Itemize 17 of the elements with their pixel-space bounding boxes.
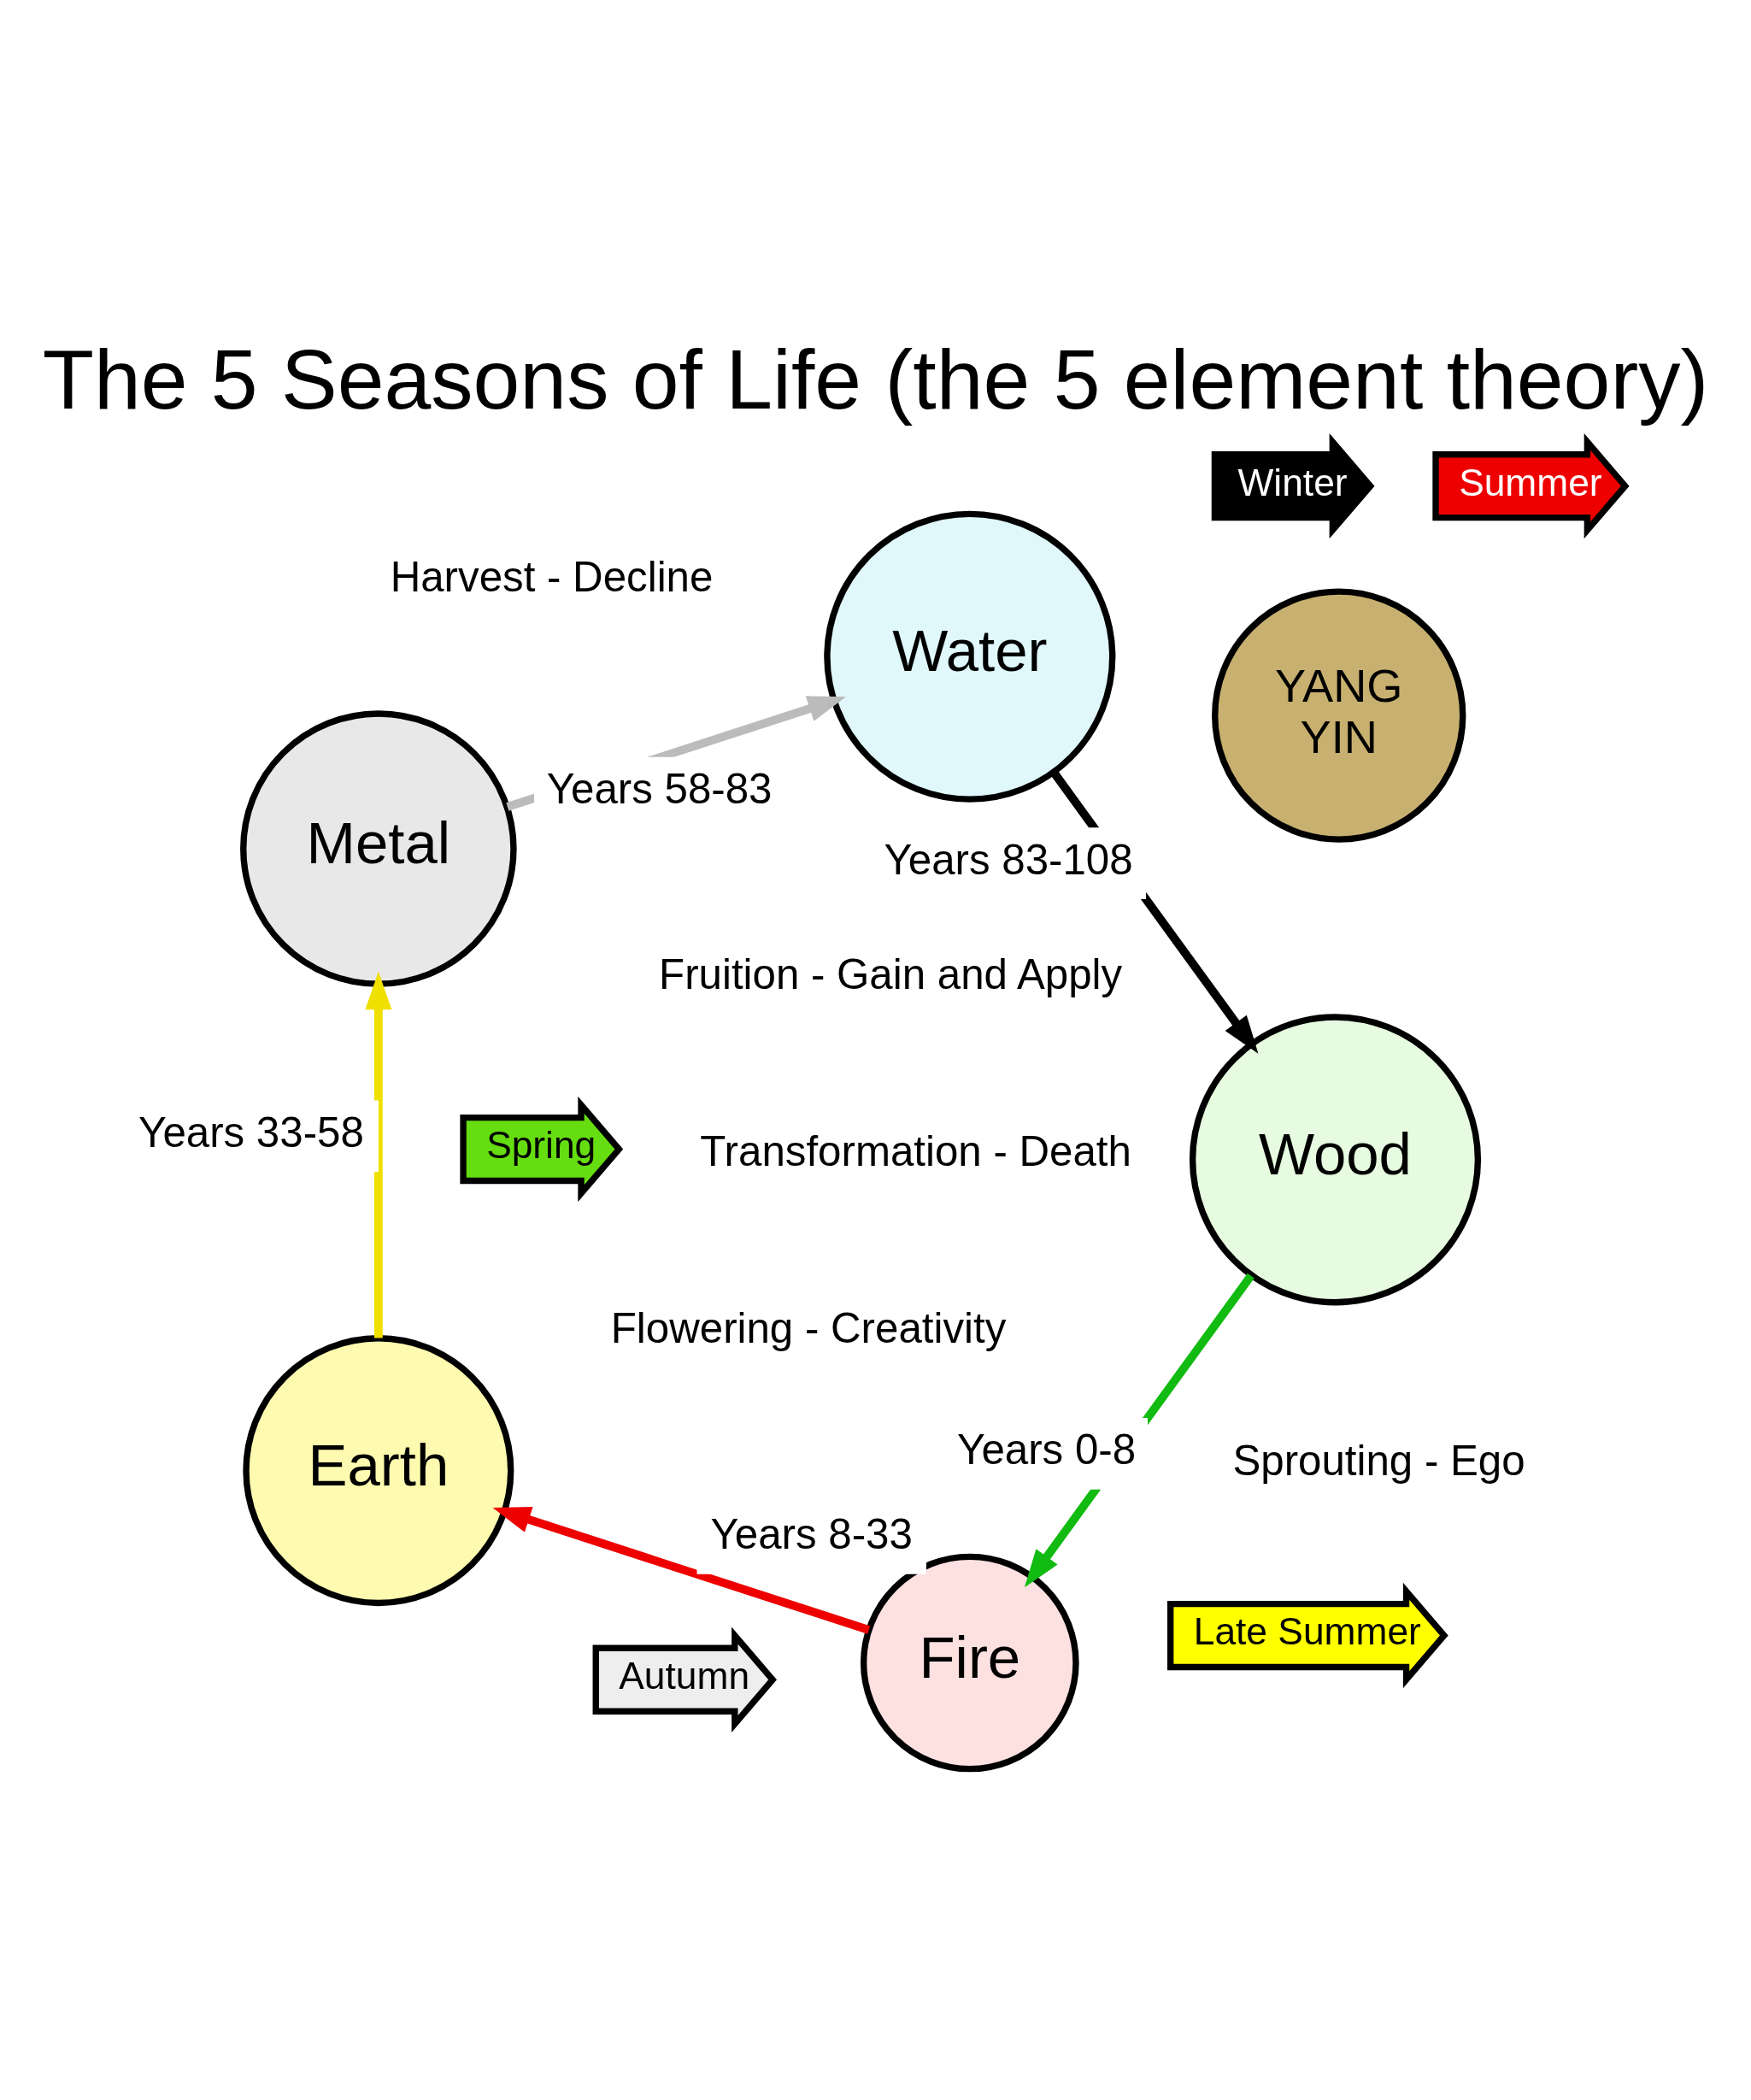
label: Flowering - Creativity	[610, 1303, 1007, 1351]
edge-label: Years 0-8	[957, 1425, 1137, 1473]
label: Transformation - Death	[700, 1126, 1131, 1174]
node-circle: Water	[824, 510, 1116, 803]
node-circle: YANG YIN	[1212, 587, 1466, 843]
arrow	[492, 1506, 871, 1634]
edge-label: Years 83-108	[884, 835, 1133, 883]
node-circle: Fire	[860, 1553, 1079, 1772]
edge-label: Years 58-83	[546, 764, 773, 812]
edge-label: Years 33-58	[138, 1108, 364, 1156]
node-circle: Earth	[243, 1334, 514, 1606]
label: Sprouting - Ego	[1232, 1436, 1525, 1484]
label: Harvest - Decline	[390, 552, 714, 600]
arrow	[365, 971, 392, 1338]
node-circle: Metal	[240, 709, 517, 987]
diagram-title: The 5 Seasons of Life (the 5 element theory)	[42, 332, 1709, 426]
label: Fruition - Gain and Apply	[659, 950, 1123, 997]
